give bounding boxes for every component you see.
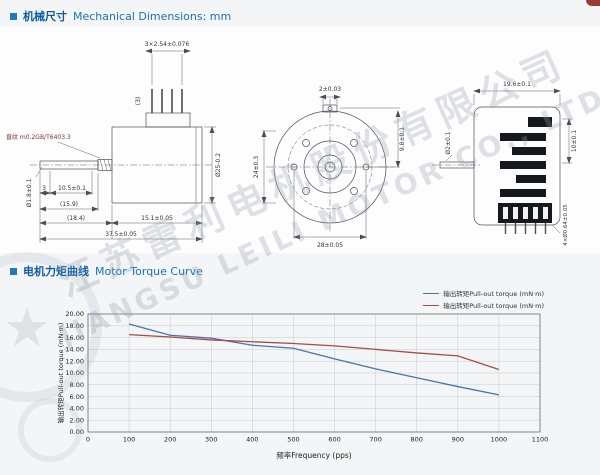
dim-37-5: 37.5±0.05 (105, 231, 137, 238)
x-tick-label: 700 (369, 436, 381, 444)
dim-body-dia: Ø25-0.2 (215, 153, 222, 177)
x-tick-label: 200 (164, 436, 176, 444)
rear-view-dim-lines (445, 88, 572, 234)
mech-title-en: Mechanical Dimensions: mm (73, 9, 232, 23)
mechanical-drawings-svg: 3×2.54±0.076 (3) 直纹 m0.2GB/T6403.3 Ø1.8±… (6, 41, 578, 249)
y-tick-label: 4.00 (70, 405, 84, 413)
y-tick-label: 8.00 (70, 381, 84, 389)
dim-10-5: 10.5±0.1 (58, 185, 86, 192)
dim-holes-span: 28±0.05 (317, 242, 343, 249)
section-bullet-icon (10, 12, 17, 20)
dim-pin-holes: 4×Ø0.64±0.05 (562, 204, 569, 246)
legend-item: 输出转矩Pull-out torque (mN·m) (423, 288, 544, 298)
dim-front-right: 9.8±0.1 (399, 127, 406, 151)
y-tick-label: 18.00 (65, 322, 84, 330)
legend-line-sample (423, 304, 440, 306)
rear-view-outline (432, 106, 561, 226)
x-tick-label: 900 (452, 436, 464, 444)
x-axis-title: 频率Frequency (pps) (276, 451, 352, 460)
mechanical-drawings-panel: 3×2.54±0.076 (3) 直纹 m0.2GB/T6403.3 Ø1.8±… (0, 27, 600, 253)
dim-rear-width: 19.6±0.1 (503, 81, 531, 88)
mech-section-header: 机械尺寸 Mechanical Dimensions: mm (0, 0, 600, 27)
dim-rear-height: 10±0.1 (571, 130, 578, 152)
dim-3: 3 (42, 185, 46, 192)
dim-tab: 2±0.03 (319, 86, 341, 93)
torque-section-header: 电机力矩曲线 Motor Torque Curve (0, 253, 600, 282)
torque-title-zh: 电机力矩曲线 (23, 265, 89, 278)
y-tick-label: 12.00 (65, 357, 84, 365)
torque-series-1 (129, 334, 500, 371)
torque-series-0 (128, 323, 500, 396)
side-view-outline (30, 89, 214, 204)
legend-item: 输出转矩Pull-out torque (mN·m) (423, 300, 544, 310)
y-tick-label: 10.00 (65, 369, 84, 377)
dim-shaft-dia: Ø1.8±0.1 (26, 178, 33, 207)
legend-line-sample (423, 292, 440, 294)
section-bullet-icon (10, 267, 17, 275)
y-axis-title: 输出转矩Pull-out torque (mN·m) (57, 322, 65, 424)
rear-view-fpc (498, 117, 552, 223)
page-corner-mark (586, 0, 600, 6)
chart-legend: 输出转矩Pull-out torque (mN·m) 输出转矩Pull-out t… (423, 288, 544, 310)
dim-pin-pitch: 3×2.54±0.076 (145, 41, 190, 48)
front-view-labels: 2±0.03 9.8±0.1 24±0.3 28±0.05 (253, 86, 406, 249)
torque-title-en: Motor Torque Curve (95, 264, 203, 278)
x-tick-label: 1000 (491, 436, 508, 444)
side-view-dim-lines (35, 48, 216, 243)
legend-label: 输出转矩Pull-out torque (mN·m) (443, 290, 544, 298)
knurl-note: 直纹 m0.2GB/T6403.3 (6, 133, 71, 141)
mech-title-zh: 机械尺寸 (23, 10, 67, 23)
x-tick-label: 0 (86, 436, 90, 444)
y-tick-label: 2.00 (70, 416, 84, 424)
dim-15-9: (15.9) (60, 201, 78, 208)
dim-rear-shaft: Ø2±0.1 (445, 131, 452, 154)
plot-border (87, 313, 541, 433)
dim-15-1: 15.1±0.05 (141, 215, 173, 222)
dim-18-4: (18.4) (67, 215, 85, 222)
x-tick-label: 800 (411, 436, 423, 444)
dim-pin-count: (3) (135, 97, 142, 106)
torque-chart: 0.00 2.00 4.00 6.00 8.00 10.00 12.00 14.00 16.00… (65, 310, 549, 444)
side-view-labels: 3×2.54±0.076 (3) 直纹 m0.2GB/T6403.3 Ø1.8±… (6, 41, 222, 238)
y-tick-label: 20.00 (65, 310, 84, 318)
front-view-dim-lines (261, 94, 401, 240)
torque-chart-section: 输出转矩Pull-out torque (mN·m) 输出转矩Pull-out t… (0, 284, 600, 462)
x-tick-label: 600 (328, 436, 340, 444)
dim-front-left: 24±0.3 (253, 156, 260, 178)
rear-view-labels: 19.6±0.1 Ø2±0.1 10±0.1 4×Ø0.64±0.05 (445, 81, 578, 246)
x-tick-label: 300 (205, 436, 217, 444)
legend-label: 输出转矩Pull-out torque (mN·m) (443, 302, 544, 310)
x-tick-label: 400 (246, 436, 258, 444)
front-view-outline (266, 99, 394, 233)
x-tick-label: 500 (287, 436, 299, 444)
y-tick-label: 14.00 (65, 346, 84, 354)
y-tick-label: 16.00 (65, 334, 84, 342)
y-tick-label: 6.00 (70, 393, 84, 401)
x-tick-label: 100 (123, 436, 135, 444)
y-tick-label: 0.00 (70, 428, 84, 436)
x-tick-label: 1100 (532, 436, 549, 444)
